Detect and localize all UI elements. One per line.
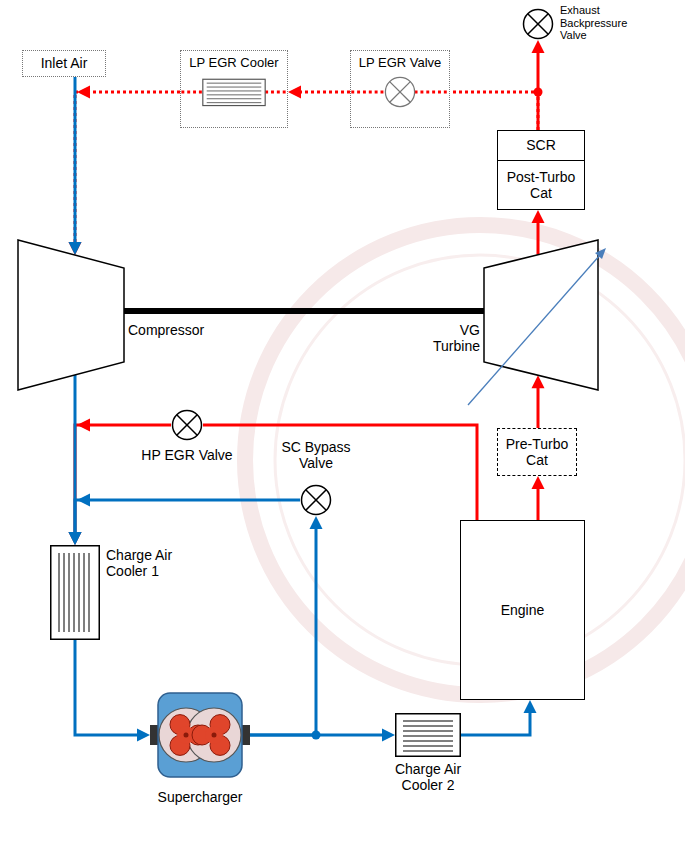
node-label: LP EGR Cooler	[181, 56, 287, 71]
connector-line	[537, 50, 540, 130]
node-label: LP EGR Valve	[351, 56, 449, 71]
connector	[461, 700, 537, 735]
cooler-symbol	[395, 713, 461, 757]
connector	[69, 375, 82, 545]
node-label: Post-Turbo Cat	[498, 169, 584, 201]
egr-cooler-box: LP EGR Cooler	[180, 50, 288, 128]
arrow-head	[288, 86, 301, 99]
process-box: SCR	[497, 130, 585, 161]
valve-symbol	[522, 8, 554, 40]
charge-air-cooler: Charge Air Cooler 1	[50, 545, 100, 640]
exhaust-valve: Exhaust Backpressure Valve	[522, 8, 554, 40]
turbo-shaft	[124, 308, 484, 314]
connector	[288, 86, 350, 99]
node-label: HP EGR Valve	[137, 447, 237, 463]
connector-line	[461, 710, 530, 735]
arrow-head	[137, 729, 150, 742]
node-label: Charge Air Cooler 2	[383, 761, 473, 793]
process-box: Post-Turbo Cat	[497, 160, 585, 210]
arrow-head	[382, 729, 395, 742]
compressor-symbol	[18, 240, 124, 390]
connector-line	[537, 220, 540, 255]
connector-line	[75, 500, 300, 535]
connector	[532, 476, 545, 520]
node-label: Exhaust Backpressure Valve	[560, 4, 632, 42]
connector-line	[75, 425, 171, 535]
connector-line	[203, 425, 477, 520]
node-label: Inlet Air	[37, 55, 92, 71]
connector	[69, 86, 181, 256]
arrow-head	[310, 516, 323, 529]
node-label: SC Bypass Valve	[276, 439, 356, 471]
compressor: Compressor	[18, 240, 124, 390]
connector-line	[75, 640, 140, 735]
connector	[69, 494, 301, 546]
connector	[69, 419, 172, 546]
supercharger-symbol	[150, 685, 250, 785]
node-label: Supercharger	[140, 789, 260, 805]
arrow-head	[69, 532, 82, 545]
node-label: SCR	[522, 137, 560, 153]
node-label: VG Turbine	[422, 322, 480, 354]
inlet-box: Inlet Air	[22, 50, 106, 77]
connector	[250, 516, 323, 735]
connector-line	[74, 77, 77, 245]
valve-symbol	[171, 409, 203, 441]
connector	[532, 40, 545, 130]
connector-line	[250, 526, 316, 735]
charge-air-cooler: Charge Air Cooler 2	[395, 713, 461, 757]
connector-line	[298, 91, 350, 94]
valve-symbol	[300, 484, 332, 516]
arrow-head	[532, 210, 545, 223]
connector-line	[75, 92, 180, 245]
connector	[75, 640, 150, 742]
bypass-valve: SC Bypass Valve	[300, 484, 332, 516]
arrow-head	[69, 532, 82, 545]
node-label: Engine	[497, 602, 549, 618]
arrow-head	[77, 419, 90, 432]
egr-valve: HP EGR Valve	[171, 409, 203, 441]
connector	[203, 425, 477, 520]
turbine: VG Turbine	[484, 240, 598, 390]
arrow-head	[532, 40, 545, 53]
egr-valve-box: LP EGR Valve	[350, 50, 450, 128]
connector	[532, 210, 545, 255]
connector	[69, 77, 82, 255]
turbine-symbol	[484, 240, 598, 390]
node-label: Pre-Turbo Cat	[498, 436, 576, 468]
node-label: Compressor	[128, 322, 228, 338]
arrow-head	[532, 476, 545, 489]
cooler-symbol	[50, 545, 100, 640]
connector-line	[450, 92, 538, 130]
catalyst-box: Pre-Turbo Cat	[497, 428, 577, 476]
connector-line	[537, 486, 540, 520]
arrow-head	[524, 700, 537, 713]
arrow-head	[69, 532, 82, 545]
connector-line	[74, 375, 77, 535]
connector-line	[537, 385, 540, 428]
arrow-head	[77, 494, 90, 507]
arrow-head	[77, 86, 90, 99]
connector	[532, 375, 545, 428]
engine-box: Engine	[460, 520, 585, 700]
connector	[450, 92, 538, 130]
supercharger: Supercharger	[150, 685, 250, 785]
arrow-head	[532, 375, 545, 388]
node-label: Charge Air Cooler 1	[106, 547, 180, 579]
